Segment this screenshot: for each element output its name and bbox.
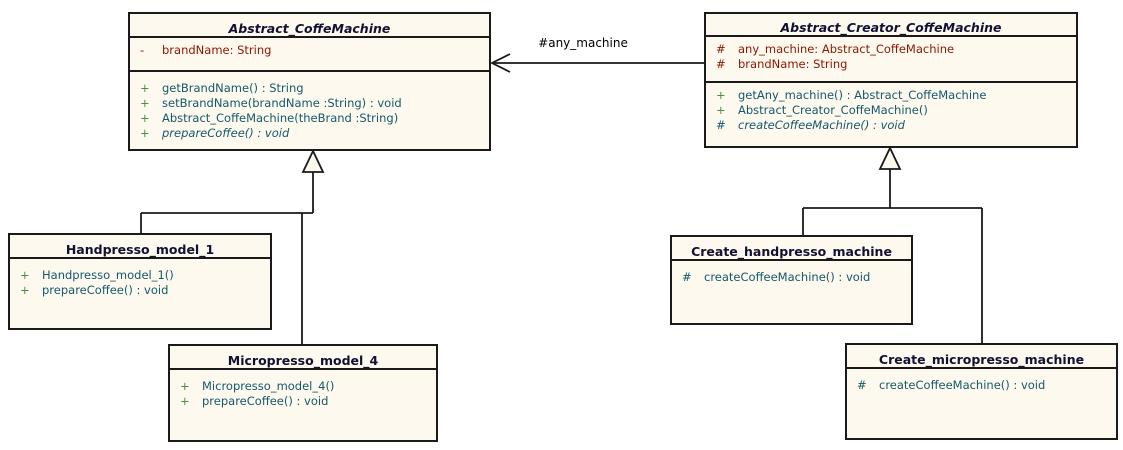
visibility-protected: # [716, 118, 726, 132]
class-title: Handpresso_model_1 [10, 235, 270, 259]
visibility-protected: # [857, 378, 867, 392]
class-box-abstract-creator-coffemachine[interactable]: Abstract_Creator_CoffeMachine # any_mach… [704, 12, 1078, 148]
visibility-public: + [180, 394, 190, 408]
method: # createCoffeeMachine() : void [682, 270, 871, 284]
attributes-compartment: - brandName: String [130, 38, 489, 72]
class-title: Create_micropresso_machine [847, 345, 1116, 369]
visibility-public: + [180, 379, 190, 393]
methods-compartment: # createCoffeeMachine() : void [672, 261, 911, 323]
visibility-protected: # [716, 42, 726, 56]
method: + getAny_machine() : Abstract_CoffeMachi… [716, 88, 987, 102]
class-box-create-micropresso-machine[interactable]: Create_micropresso_machine # createCoffe… [845, 343, 1118, 440]
generalization-left-tree[interactable] [140, 148, 325, 344]
method: + getBrandName() : String [140, 81, 304, 95]
method: + Micropresso_model_4() [180, 379, 335, 393]
abstract-method: # createCoffeeMachine() : void [716, 118, 905, 132]
method: # createCoffeeMachine() : void [857, 378, 1046, 392]
methods-compartment: + getAny_machine() : Abstract_CoffeMachi… [706, 83, 1076, 146]
class-title: Abstract_Creator_CoffeMachine [706, 14, 1076, 37]
visibility-public: + [140, 81, 150, 95]
attributes-compartment: # any_machine: Abstract_CoffeMachine # b… [706, 37, 1076, 83]
visibility-public: + [140, 126, 150, 140]
method: + Abstract_CoffeMachine(theBrand :String… [140, 111, 399, 125]
class-title: Create_handpresso_machine [672, 237, 911, 261]
methods-compartment: + getBrandName() : String + setBrandName… [130, 72, 489, 149]
hollow-triangle-icon [878, 145, 902, 170]
visibility-public: + [716, 88, 726, 102]
class-title: Micropresso_model_4 [170, 346, 436, 370]
visibility-public: + [140, 96, 150, 110]
visibility-public: + [716, 103, 726, 117]
class-box-handpresso-model-1[interactable]: Handpresso_model_1 + Handpresso_model_1(… [8, 233, 272, 330]
class-box-abstract-coffemachine[interactable]: Abstract_CoffeMachine - brandName: Strin… [128, 12, 491, 151]
association-any-machine[interactable] [489, 53, 704, 73]
methods-compartment: # createCoffeeMachine() : void [847, 369, 1116, 438]
method: + Abstract_Creator_CoffeMachine() [716, 103, 928, 117]
visibility-private: - [140, 43, 145, 57]
methods-compartment: + Handpresso_model_1() + prepareCoffee()… [10, 259, 270, 328]
methods-compartment: + Micropresso_model_4() + prepareCoffee(… [170, 370, 436, 440]
visibility-public: + [140, 111, 150, 125]
method: + prepareCoffee() : void [20, 283, 169, 297]
method: + setBrandName(brandName :String) : void [140, 96, 402, 110]
visibility-protected: # [716, 57, 726, 71]
generalization-right-tree[interactable] [802, 145, 983, 343]
open-arrowhead-icon [489, 53, 511, 73]
visibility-protected: # [682, 270, 692, 284]
attribute: # any_machine: Abstract_CoffeMachine [716, 42, 955, 56]
class-box-create-handpresso-machine[interactable]: Create_handpresso_machine # createCoffee… [670, 235, 913, 325]
method: + prepareCoffee() : void [180, 394, 329, 408]
class-title: Abstract_CoffeMachine [130, 14, 489, 38]
association-label: #any_machine [538, 36, 628, 50]
attribute: - brandName: String [140, 43, 272, 57]
hollow-triangle-icon [301, 148, 325, 173]
visibility-public: + [20, 268, 30, 282]
method: + Handpresso_model_1() [20, 268, 174, 282]
class-box-micropresso-model-4[interactable]: Micropresso_model_4 + Micropresso_model_… [168, 344, 438, 442]
attribute: # brandName: String [716, 57, 848, 71]
visibility-public: + [20, 283, 30, 297]
abstract-method: + prepareCoffee() : void [140, 126, 290, 140]
